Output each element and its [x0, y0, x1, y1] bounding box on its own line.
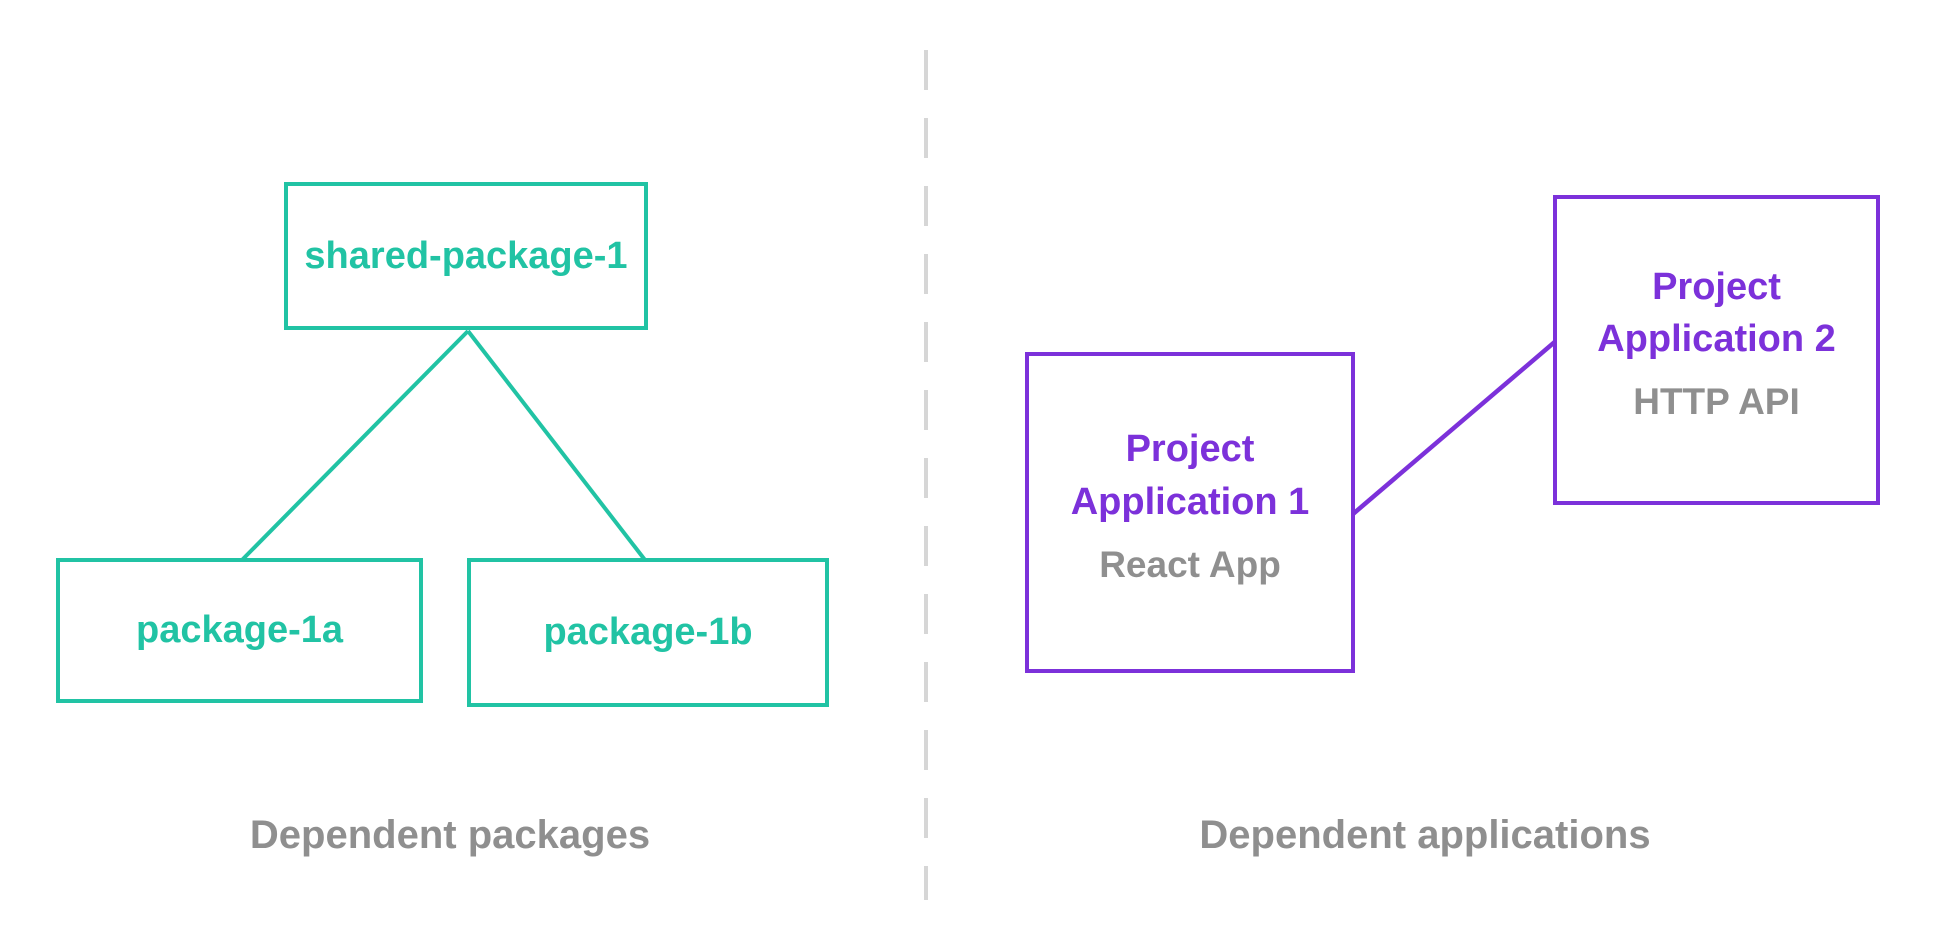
node-package-1b-label: package-1b — [543, 611, 753, 653]
node-package-1a-label: package-1a — [135, 609, 343, 651]
left-panel-caption: Dependent packages — [0, 810, 900, 860]
node-package-1a: package-1a — [56, 558, 423, 703]
node-project-application-1-title: Project Application 1 — [1070, 428, 1310, 523]
node-project-application-2-subtitle: HTTP API — [1633, 381, 1800, 423]
node-shared-package-1: shared-package-1 — [284, 182, 648, 330]
node-project-application-2-title: Project Application 2 — [1597, 265, 1836, 360]
node-project-application-1: Project Application 1 React App — [1025, 352, 1355, 673]
right-panel-caption-text: Dependent applications — [1199, 813, 1651, 857]
edge-shared-to-package-1a — [240, 329, 470, 562]
right-panel-caption: Dependent applications — [975, 810, 1875, 860]
left-panel-caption-text: Dependent packages — [249, 813, 651, 857]
node-project-application-2: Project Application 2 HTTP API — [1553, 195, 1880, 505]
node-package-1b: package-1b — [467, 558, 829, 707]
edge-shared-to-package-1b — [466, 329, 647, 562]
node-project-application-1-subtitle: React App — [1099, 543, 1281, 585]
node-shared-package-1-label: shared-package-1 — [304, 234, 628, 277]
edge-app1-to-app2 — [1351, 338, 1559, 516]
